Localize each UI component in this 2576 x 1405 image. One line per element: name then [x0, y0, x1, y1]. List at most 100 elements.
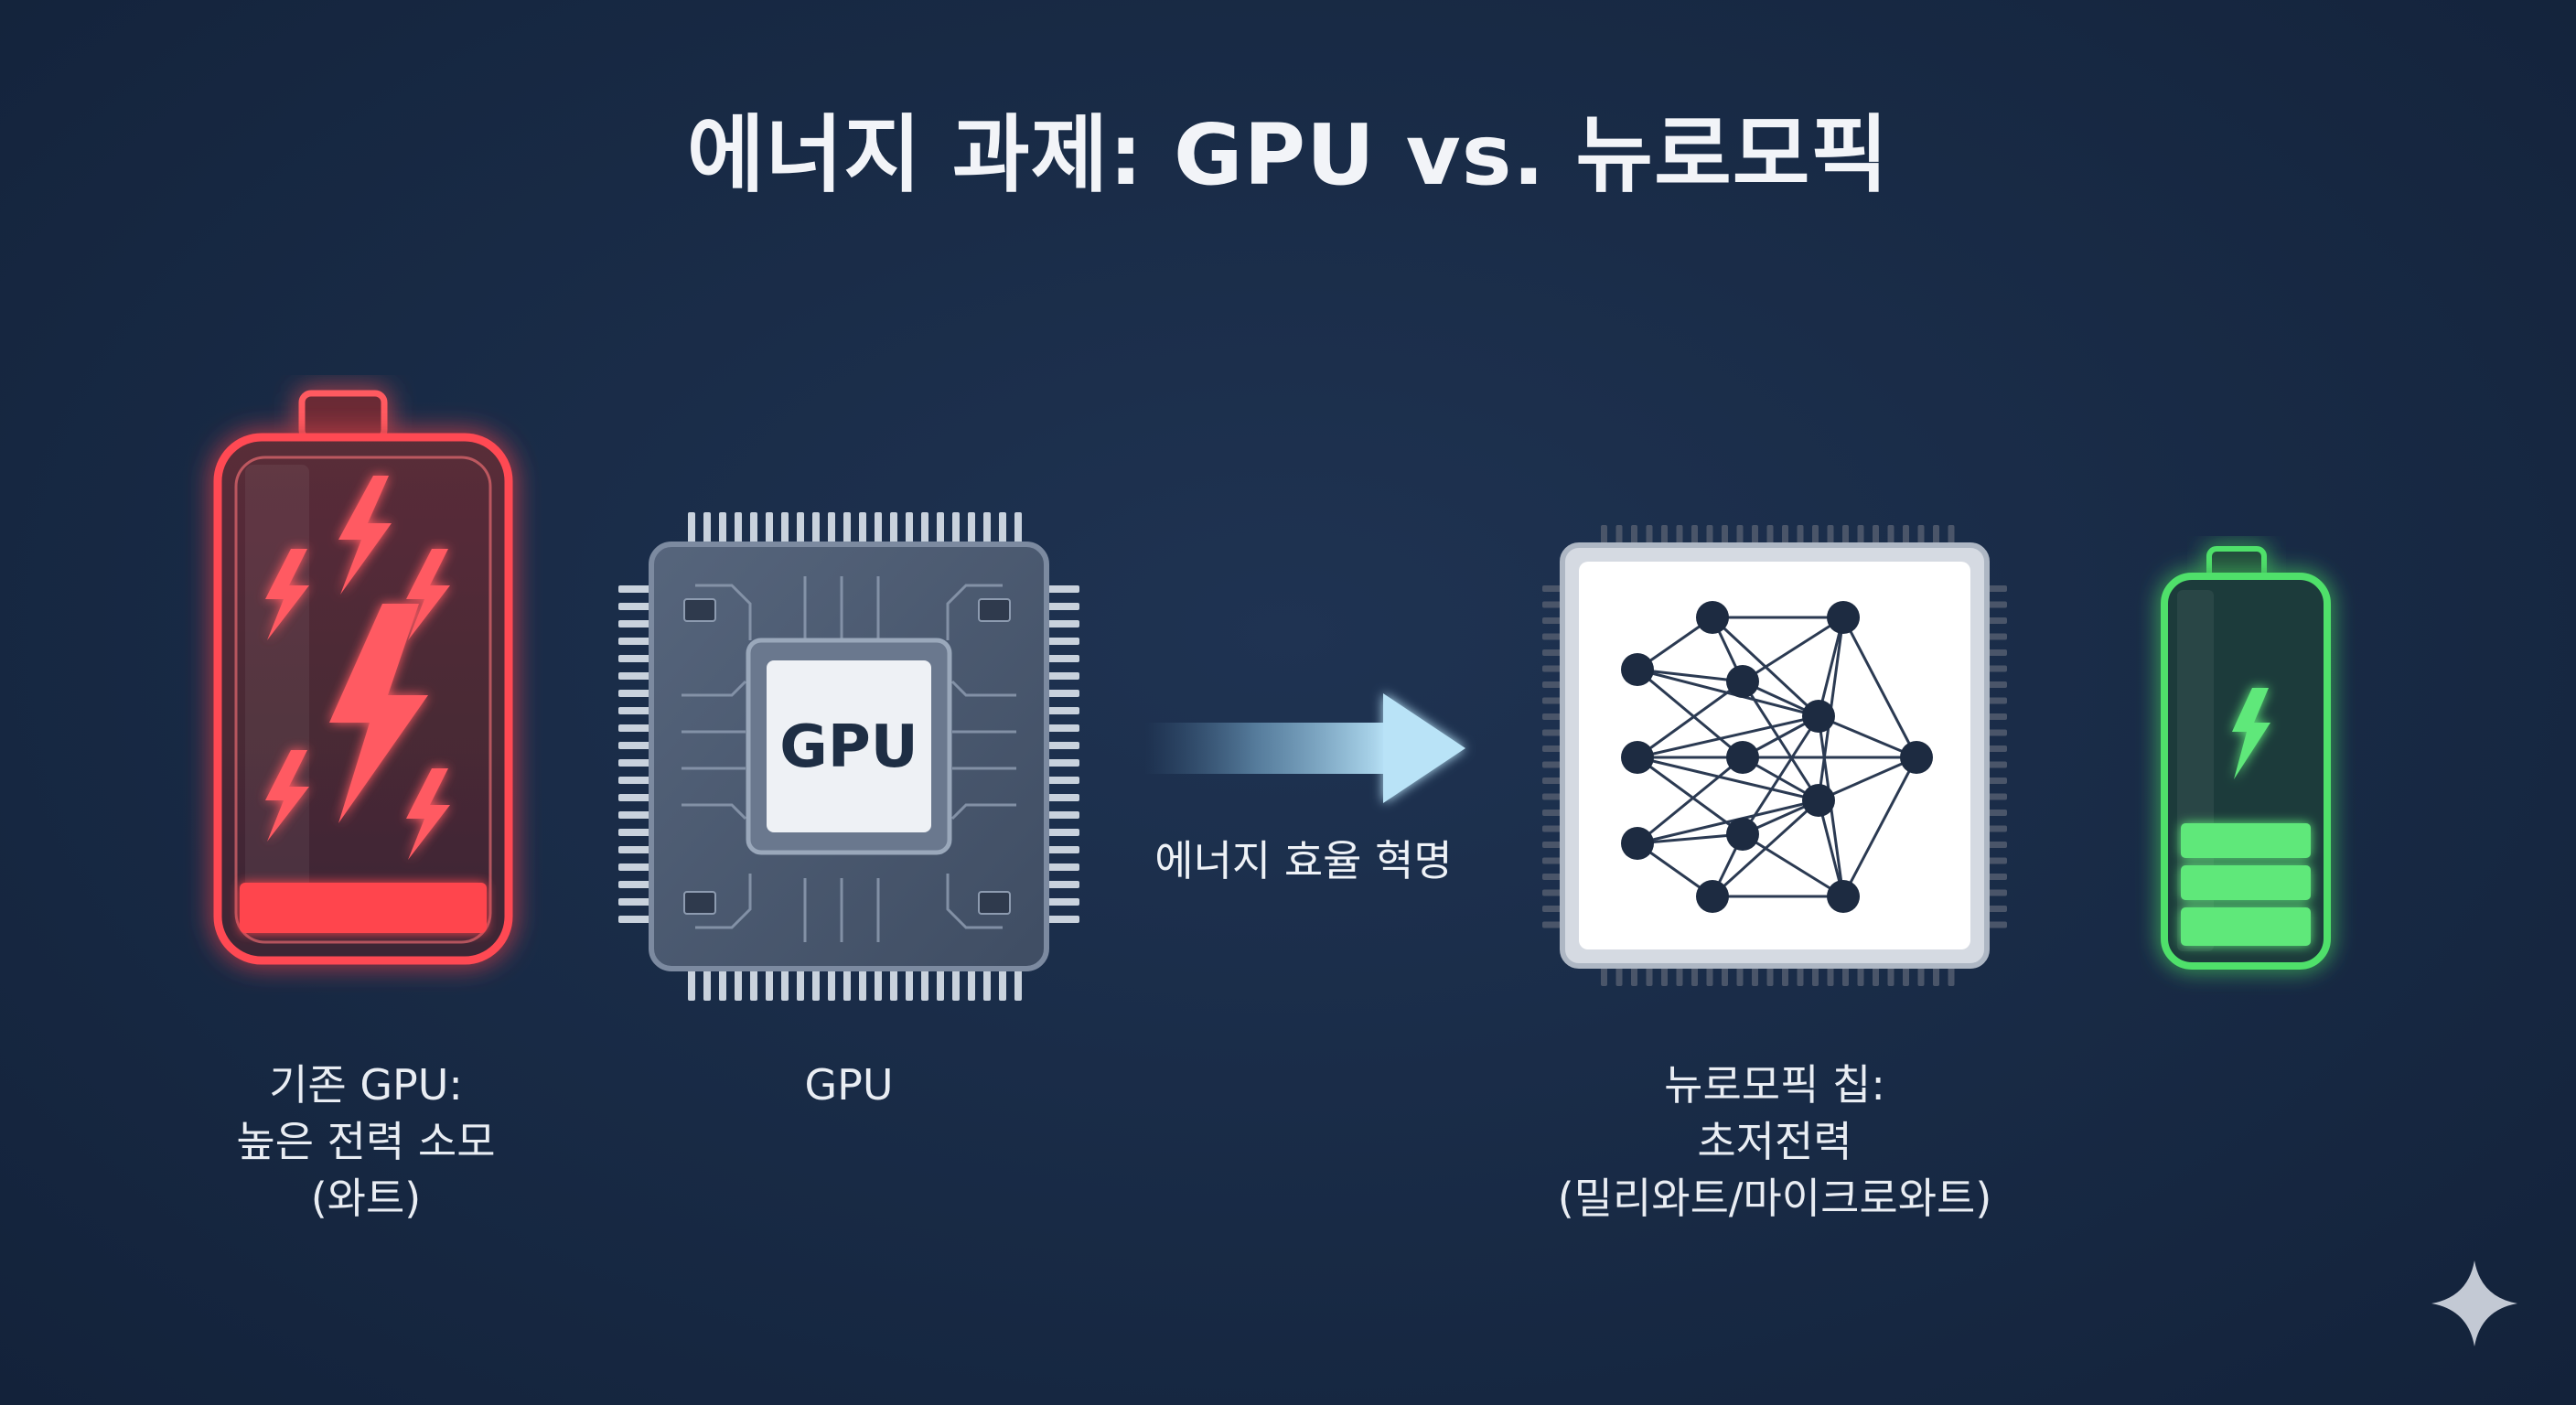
gpu-pin — [618, 655, 651, 662]
gpu-pin — [875, 512, 882, 545]
neural-pin — [1987, 649, 2007, 656]
network-node — [1900, 741, 1933, 774]
neural-pin — [1601, 525, 1607, 545]
gpu-pin — [1046, 829, 1079, 836]
gpu-pin — [618, 846, 651, 853]
gpu-pin — [1046, 655, 1079, 662]
neural-pin — [1948, 966, 1955, 986]
network-edge — [1818, 714, 1917, 759]
gpu-pin — [750, 968, 757, 1001]
neural-pin — [1782, 525, 1788, 545]
neural-pin — [1987, 713, 2007, 720]
gpu-pin — [1046, 898, 1079, 906]
gpu-pin — [890, 968, 897, 1001]
neural-pin — [1542, 874, 1562, 880]
neural-pin — [1722, 966, 1728, 986]
neural-pin — [1987, 585, 2007, 592]
neural-pin — [1542, 665, 1562, 672]
neural-pin — [1887, 966, 1894, 986]
network-edge — [1841, 617, 1918, 758]
network-node — [1827, 880, 1860, 913]
neural-pin — [1782, 966, 1788, 986]
gpu-pin — [906, 968, 913, 1001]
caption-neuro-line-2: 초저전력 — [1697, 1117, 1852, 1166]
gpu-pin — [1046, 724, 1079, 732]
neural-pin — [1842, 966, 1849, 986]
gpu-pin — [843, 968, 851, 1001]
arrow-right-icon — [1145, 693, 1465, 803]
gpu-pin — [618, 829, 651, 836]
gpu-pin — [618, 916, 651, 923]
gpu-pin — [1046, 620, 1079, 627]
gpu-chip-icon — [618, 512, 1079, 1001]
neural-pin — [1987, 681, 2007, 688]
gpu-pin — [1046, 742, 1079, 749]
gpu-pin — [618, 724, 651, 732]
gpu-pin — [921, 512, 928, 545]
neural-pin — [1615, 966, 1623, 986]
neural-pin — [1987, 906, 2007, 912]
gpu-pin — [618, 794, 651, 801]
neural-pin — [1691, 966, 1698, 986]
neural-pin — [1542, 793, 1562, 800]
neural-pin — [1752, 525, 1758, 545]
gpu-pin — [618, 881, 651, 888]
network-edge — [1741, 715, 1820, 835]
gpu-pin — [1046, 811, 1079, 819]
gpu-pin — [719, 968, 726, 1001]
caption-left-line-1: 기존 GPU: — [269, 1060, 463, 1110]
neural-pin — [1873, 525, 1879, 545]
network-node — [1696, 880, 1729, 913]
sparkle-icon — [2431, 1260, 2517, 1346]
neural-pin — [1857, 966, 1864, 986]
network-edge — [1741, 681, 1820, 801]
network-edge — [1817, 617, 1845, 717]
network-edge — [1637, 714, 1819, 759]
neural-pin — [1691, 525, 1698, 545]
neural-pin — [1987, 825, 2007, 832]
gpu-pin — [921, 968, 928, 1001]
neural-pin — [1987, 857, 2007, 864]
neural-pin — [1903, 525, 1909, 545]
neural-pin — [1706, 966, 1713, 986]
network-edge — [1637, 832, 1744, 845]
gpu-pin — [618, 742, 651, 749]
neural-pin — [1987, 921, 2007, 928]
gpu-pin — [890, 512, 897, 545]
neural-pin — [1987, 697, 2007, 704]
gpu-pin — [618, 638, 651, 645]
gpu-pin — [1046, 863, 1079, 871]
neural-pin — [1987, 729, 2007, 736]
neural-pin — [1987, 601, 2007, 608]
neural-pin — [1661, 525, 1668, 545]
gpu-pin — [1014, 968, 1022, 1001]
gpu-pin — [688, 512, 695, 545]
neural-pin — [1987, 810, 2007, 816]
neural-pin — [1661, 966, 1668, 986]
caption-gpu-line-1: GPU — [804, 1060, 894, 1110]
neural-pin — [1542, 810, 1562, 816]
network-node — [1621, 827, 1654, 860]
gpu-pin — [1046, 638, 1079, 645]
network-node — [1726, 665, 1759, 698]
gpu-pin — [703, 512, 711, 545]
network-node — [1621, 653, 1654, 686]
caption-left-line-2: 높은 전력 소모 — [236, 1117, 496, 1166]
gpu-pin — [812, 512, 820, 545]
gpu-pin — [688, 968, 695, 1001]
neural-pin — [1736, 966, 1744, 986]
neural-network-chip-icon — [1542, 525, 2007, 986]
gpu-pin — [812, 968, 820, 1001]
gpu-pin — [828, 512, 835, 545]
neural-pin — [1827, 966, 1834, 986]
neural-pin — [1646, 966, 1653, 986]
gpu-chip-label: GPU — [779, 713, 918, 781]
gpu-pin — [1046, 916, 1079, 923]
network-edge — [1637, 680, 1744, 759]
gpu-pin — [1046, 690, 1079, 697]
gpu-pin — [797, 512, 804, 545]
gpu-pin — [766, 968, 773, 1001]
neural-pin — [1812, 525, 1819, 545]
